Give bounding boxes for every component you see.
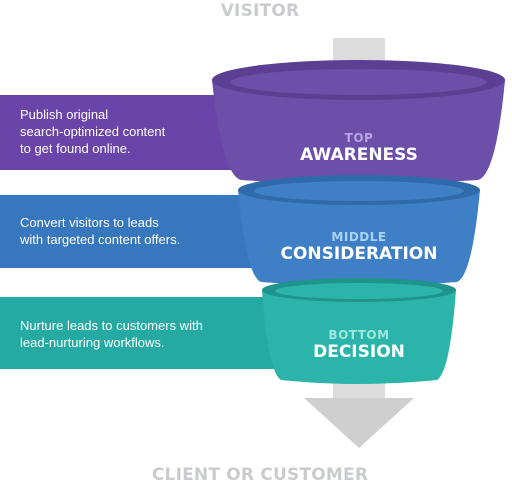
consideration-stage-label: MIDDLE CONSIDERATION — [259, 230, 459, 264]
visitor-label: VISITOR — [220, 1, 300, 21]
decision-title: DECISION — [313, 342, 405, 362]
client-or-customer-label: CLIENT OR CUSTOMER — [151, 465, 369, 485]
middle-label: MIDDLE — [331, 230, 387, 244]
decision-description: Nurture leads to customers with lead-nur… — [20, 317, 203, 351]
decision-line: Nurture leads to customers with — [20, 318, 203, 333]
band-decision — [0, 297, 290, 369]
consideration-description: Convert visitors to leads with targeted … — [20, 214, 180, 248]
awareness-line: search-optimized content — [20, 124, 166, 139]
band-consideration — [0, 195, 275, 268]
funnel-top-segment — [212, 60, 505, 184]
decision-stage-label: BOTTOM DECISION — [259, 328, 459, 362]
awareness-description: Publish original search-optimized conten… — [20, 106, 165, 157]
consideration-title: CONSIDERATION — [280, 244, 438, 264]
awareness-line: Publish original — [20, 107, 109, 122]
awareness-line: to get found online. — [20, 141, 131, 156]
top-label: TOP — [344, 131, 374, 145]
bottom-label: BOTTOM — [328, 328, 390, 342]
funnel-middle-segment — [238, 175, 480, 286]
awareness-stage-label: TOP AWARENESS — [259, 131, 459, 165]
consideration-line: with targeted content offers. — [20, 232, 181, 247]
funnel-bottom-segment — [262, 278, 456, 384]
consideration-line: Convert visitors to leads — [20, 215, 159, 230]
awareness-title: AWARENESS — [300, 145, 418, 165]
decision-line: lead-nurturing workflows. — [20, 335, 165, 350]
